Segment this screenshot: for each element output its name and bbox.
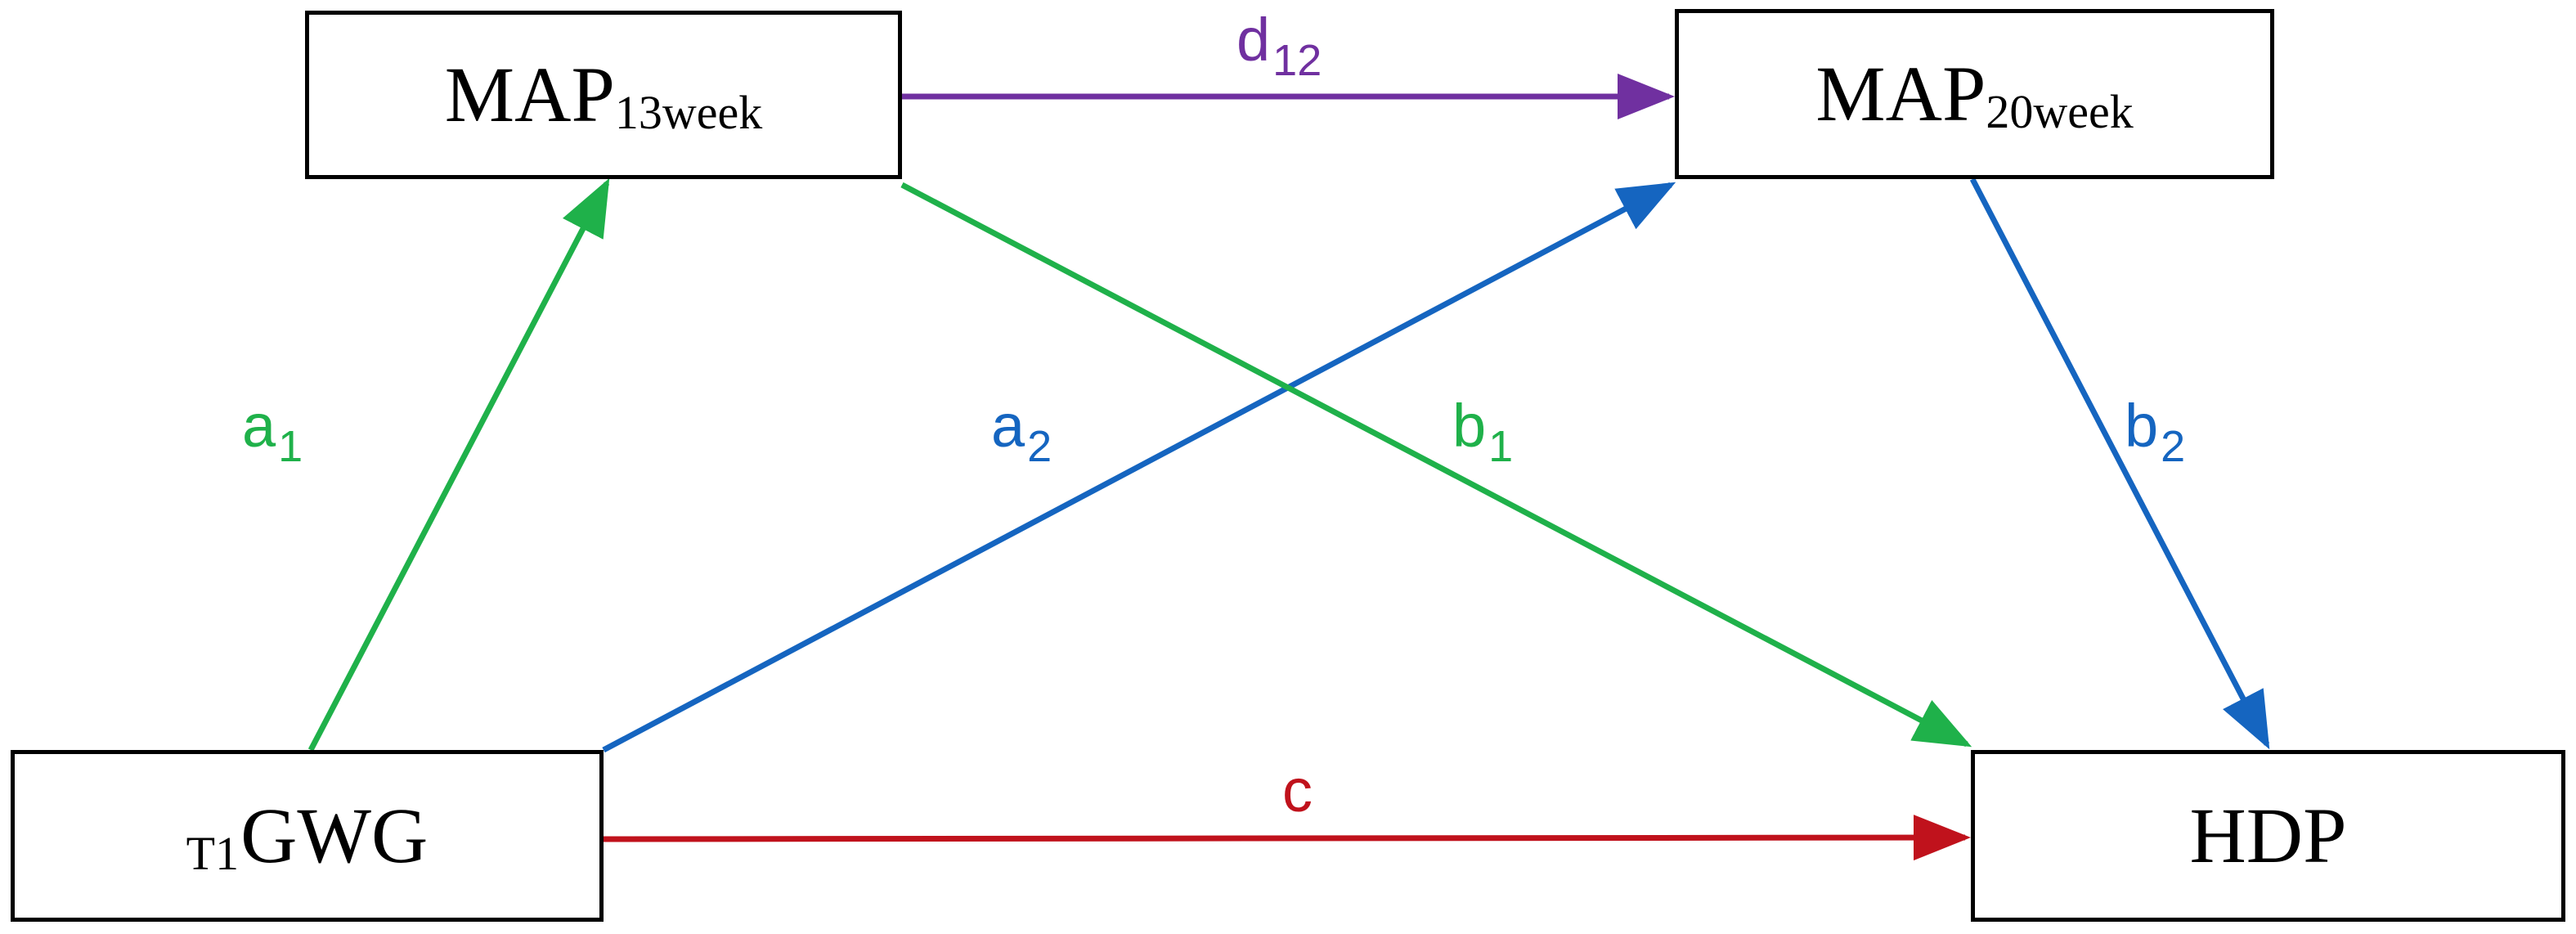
- edge-a1-subscript: 1: [278, 422, 303, 471]
- edge-a1-label: a1: [242, 396, 303, 469]
- edge-a2-arrow: [602, 182, 1676, 753]
- edge-b2-subscript: 2: [2161, 422, 2186, 471]
- edge-a2-letter: a: [991, 392, 1025, 460]
- edge-d12-label: d12: [1236, 10, 1322, 83]
- edge-c-arrow: [603, 815, 1971, 861]
- node-t1-gwg-label: GWG: [240, 792, 429, 879]
- edge-c-letter: c: [1282, 757, 1313, 824]
- node-map-20week-label: MAP: [1815, 50, 1986, 137]
- edge-c-label: c: [1282, 761, 1313, 821]
- edge-a2-subscript: 2: [1027, 422, 1052, 471]
- edge-a1-arrow: [307, 177, 610, 752]
- edge-b2-letter: b: [2125, 392, 2159, 460]
- edge-a1-letter: a: [242, 392, 276, 460]
- edge-d12-subscript: 12: [1272, 36, 1322, 85]
- edge-a2-label: a2: [991, 396, 1052, 469]
- node-map-13week-subscript: 13week: [614, 86, 763, 139]
- node-t1-gwg-presubscript: T1: [186, 827, 240, 880]
- edge-b2-arrow: [1969, 177, 2270, 750]
- edge-b1-arrow: [900, 182, 1972, 748]
- edge-b1-subscript: 1: [1488, 422, 1514, 471]
- edge-b1-letter: b: [1452, 392, 1487, 460]
- node-hdp-label: HDP: [2189, 792, 2347, 879]
- node-map-20week-subscript: 20week: [1986, 85, 2134, 138]
- node-map-13week-label: MAP: [444, 51, 615, 138]
- edge-b2-label: b2: [2125, 396, 2185, 469]
- edge-d12-letter: d: [1236, 6, 1271, 74]
- node-hdp: HDP: [1971, 750, 2565, 922]
- edge-b1-label: b1: [1452, 396, 1513, 469]
